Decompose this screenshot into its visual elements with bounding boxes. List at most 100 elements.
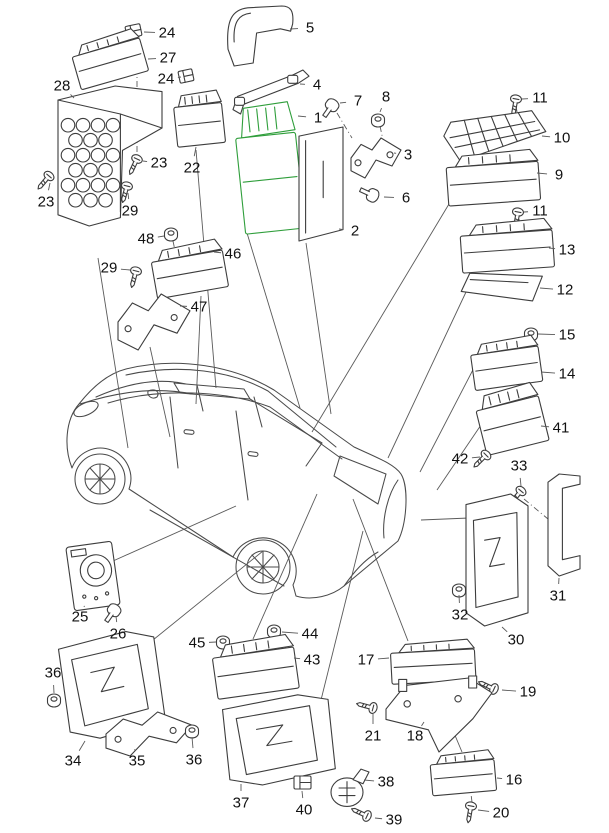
- parts-layer: [37, 5, 581, 824]
- part-26-glyph: [104, 603, 122, 623]
- part-number-label: 11: [532, 90, 548, 107]
- part-25-glyph: [65, 540, 121, 612]
- label-line: [363, 779, 375, 782]
- leader-line: [305, 242, 332, 415]
- label-line: [519, 477, 522, 487]
- part-number-label: 23: [151, 155, 168, 172]
- part-16-glyph: [429, 749, 498, 797]
- part-19-glyph: [478, 680, 499, 695]
- part-45-glyph: [215, 635, 231, 650]
- label-line: [142, 160, 148, 162]
- part-number-label: 7: [354, 93, 362, 110]
- leader-line: [195, 295, 202, 405]
- rocker-line: [149, 509, 285, 587]
- label-line: [539, 287, 554, 290]
- part-number-label: 6: [402, 190, 410, 207]
- label-line: [421, 721, 425, 727]
- leader-line: [320, 530, 364, 701]
- part-number-label: 15: [559, 327, 576, 344]
- part-number-label: 14: [559, 366, 576, 383]
- part-number-label: 33: [511, 458, 528, 475]
- part-number-label: 8: [382, 89, 390, 106]
- label-line: [281, 631, 299, 634]
- part-3-glyph: [350, 137, 402, 179]
- label-line: [548, 247, 556, 250]
- label-line: [115, 615, 118, 623]
- label-line: [213, 251, 222, 254]
- label-line: [120, 268, 131, 271]
- part-number-label: 48: [138, 231, 155, 248]
- label-line: [536, 172, 548, 175]
- part-number-label: 41: [553, 420, 570, 437]
- leader-line: [152, 550, 264, 641]
- part-number-label: 25: [72, 609, 89, 626]
- leader-line: [246, 232, 301, 409]
- part-number-label: 1: [314, 110, 322, 127]
- leader-line: [387, 291, 467, 459]
- part-number-label: 10: [554, 130, 571, 147]
- part-number-label: 29: [122, 203, 139, 220]
- tailgate-line: [383, 479, 399, 539]
- label-line: [377, 657, 390, 660]
- part-number-label: 43: [304, 652, 321, 669]
- part-number-label: 35: [129, 753, 146, 770]
- part-12-glyph: [460, 272, 543, 302]
- part-29-glyph: [130, 266, 142, 288]
- label-line: [78, 740, 86, 751]
- part-9-glyph: [445, 148, 542, 207]
- label-line: [193, 146, 197, 157]
- window-top: [125, 368, 337, 448]
- part-6-glyph: [359, 187, 380, 203]
- part-number-label: 39: [386, 812, 403, 829]
- leader-line: [149, 346, 171, 438]
- part-number-label: 20: [493, 805, 510, 822]
- label-line: [70, 94, 75, 99]
- part-37-glyph: [221, 694, 336, 786]
- part-number-label: 19: [520, 684, 537, 701]
- part-11-glyph: [509, 94, 523, 117]
- leader-line: [311, 203, 450, 433]
- label-line: [540, 371, 556, 374]
- part-47-glyph: [117, 293, 191, 351]
- part-36-glyph: [46, 693, 62, 708]
- label-line: [339, 101, 347, 104]
- leader-line: [420, 517, 470, 521]
- part-36-glyph: [184, 724, 200, 739]
- label-line: [297, 115, 307, 118]
- part-27-glyph: [71, 28, 149, 90]
- label-line: [541, 135, 551, 138]
- leader-line: [379, 125, 384, 141]
- leader-line: [436, 421, 484, 491]
- part-7-glyph: [322, 98, 340, 118]
- leader-line: [515, 105, 521, 130]
- leader-line: [523, 498, 549, 520]
- part-number-label: 24: [158, 71, 175, 88]
- part-number-label: 30: [508, 632, 525, 649]
- label-line: [293, 657, 301, 660]
- part-number-label: 3: [404, 147, 412, 164]
- part-number-label: 26: [110, 626, 127, 643]
- part-number-label: 34: [65, 753, 82, 770]
- label-line: [127, 192, 130, 200]
- part-30-glyph: [465, 493, 529, 627]
- part-number-label: 22: [184, 160, 201, 177]
- part-40-glyph: [293, 775, 312, 790]
- part-number-label: 28: [54, 78, 71, 95]
- label-line: [471, 456, 481, 459]
- label-line: [338, 228, 344, 230]
- leader-line: [252, 493, 318, 640]
- label-line: [157, 235, 165, 238]
- part-8-glyph: [370, 113, 386, 128]
- part-number-label: 18: [407, 728, 424, 745]
- rear-window: [333, 455, 387, 505]
- part-23-glyph: [128, 154, 143, 175]
- part-number-label: 38: [378, 774, 395, 791]
- rear-wheel: [235, 539, 291, 595]
- part-23-glyph: [37, 170, 55, 190]
- leader-line: [112, 505, 237, 562]
- part-22-glyph: [173, 89, 226, 148]
- part-number-label: 5: [306, 20, 314, 37]
- label-line: [501, 626, 508, 633]
- part-14-glyph: [470, 334, 544, 391]
- part-number-label: 4: [313, 77, 321, 94]
